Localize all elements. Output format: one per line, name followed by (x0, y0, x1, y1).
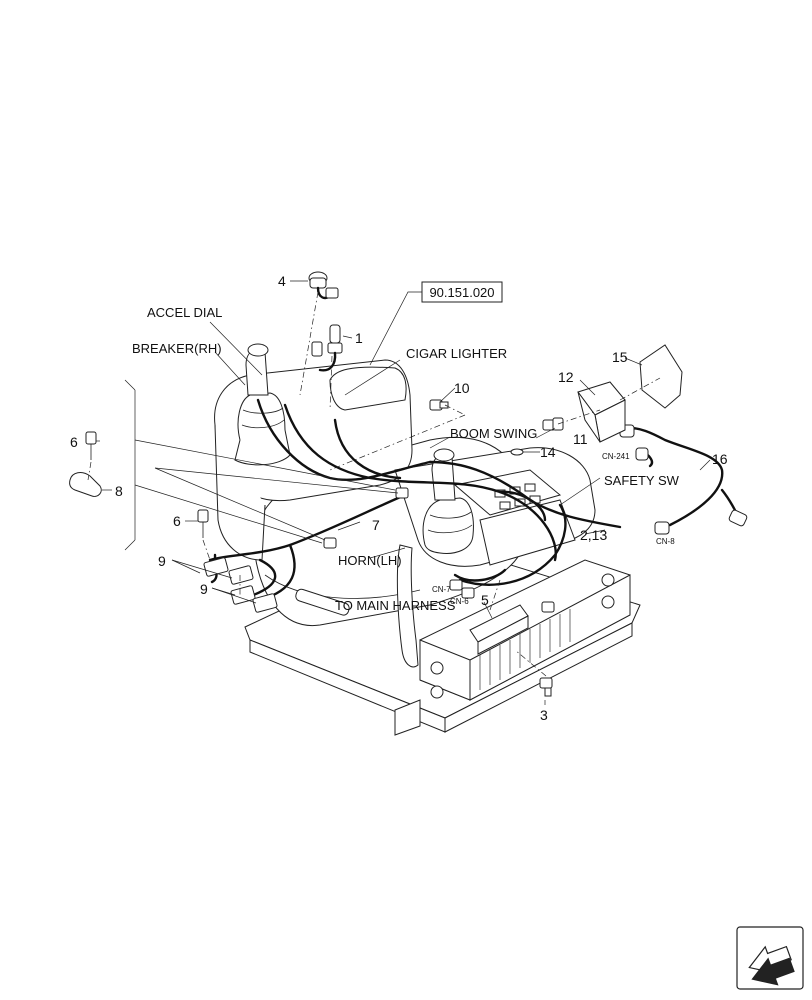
callout-1: 1 (355, 330, 363, 346)
label-boom-swing: BOOM SWING (450, 426, 537, 441)
part-1-cigar-lighter (311, 324, 343, 372)
callout-8: 8 (115, 483, 123, 499)
callout-6-top: 6 (70, 434, 78, 450)
leader-lines (96, 280, 711, 705)
part-5-module (469, 604, 529, 655)
callout-14: 14 (540, 444, 556, 460)
connector-label-cn6: CN-6 (450, 597, 469, 606)
part-6-bolts (85, 431, 209, 538)
label-cigar-lighter: CIGAR LIGHTER (406, 346, 507, 361)
right-joystick (422, 448, 474, 554)
callout-4: 4 (278, 273, 286, 289)
callout-5: 5 (481, 592, 489, 608)
connector-label-cn241: CN-241 (602, 452, 630, 461)
callout-15: 15 (612, 349, 628, 365)
callout-3: 3 (540, 707, 548, 723)
part-15-bracket (639, 344, 683, 409)
callout-16: 16 (712, 451, 728, 467)
next-page-arrow-icon[interactable] (736, 926, 804, 992)
part-12-switch (577, 381, 626, 443)
callout-11: 11 (573, 431, 588, 447)
label-breaker-rh: BREAKER(RH) (132, 341, 222, 356)
label-safety-sw: SAFETY SW (604, 473, 680, 488)
callout-10: 10 (454, 380, 470, 396)
label-horn-lh: HORN(LH) (338, 553, 402, 568)
part-8-clamp (69, 472, 102, 497)
label-accel-dial: ACCEL DIAL (147, 305, 222, 320)
callout-2-13: 2,13 (580, 527, 607, 543)
wiring-harness (208, 398, 742, 602)
phantom-lines (87, 291, 661, 677)
connector-label-cn8: CN-8 (656, 537, 675, 546)
label-to-main-harness: TO MAIN HARNESS (335, 598, 456, 613)
callout-9-top: 9 (158, 553, 166, 569)
part-4-accel-dial-knob (308, 271, 339, 300)
callout-7: 7 (372, 517, 380, 533)
connector-label-cn7: CN-7 (432, 585, 451, 594)
small-fasteners (429, 399, 564, 697)
right-console-panel (394, 447, 596, 567)
callout-9-bottom: 9 (200, 581, 208, 597)
callout-12: 12 (558, 369, 574, 385)
callout-6-bottom: 6 (173, 513, 181, 529)
reference-box[interactable]: 90.151.020 (421, 281, 503, 303)
horn-hose (396, 544, 419, 668)
reference-code: 90.151.020 (429, 285, 494, 300)
